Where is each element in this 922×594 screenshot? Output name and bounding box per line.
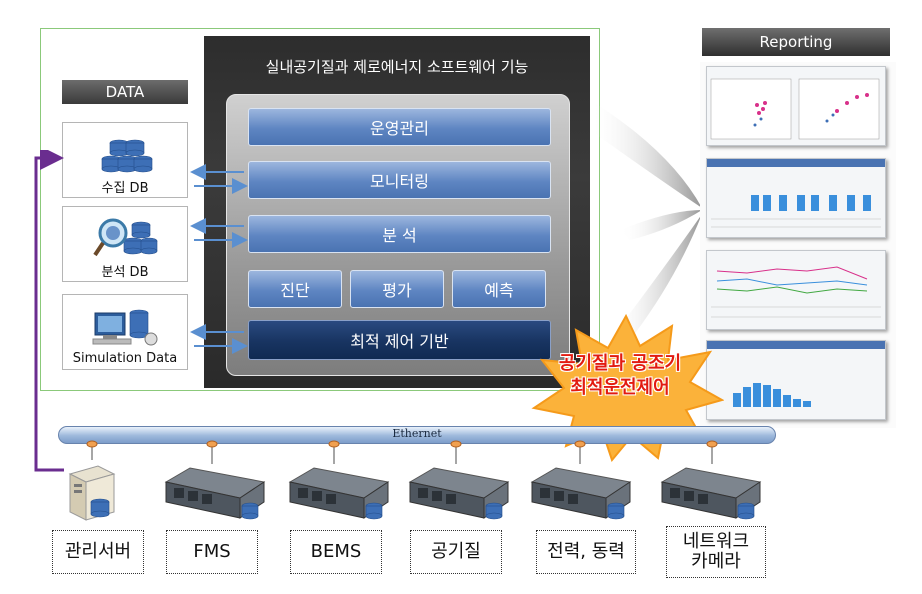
server-connector-arrow [34,150,64,472]
power-label: 전력, 동력 [536,530,636,574]
rack-server-icon [530,467,632,520]
air-quality-label: 공기질 [410,530,502,574]
database-search-icon [93,218,158,257]
rack-server-icon [408,467,510,520]
report-line-thumbnail [706,250,886,330]
simulation-data-label: Simulation Data [72,351,178,366]
prediction-block: 예측 [452,270,546,308]
diagnosis-block: 진단 [248,270,342,308]
callout-line-1: 공기질과 공조기 [558,353,682,374]
simulation-data-box: Simulation Data [62,294,188,370]
bar-thumbnail-graphic [707,159,885,228]
analysis-block: 분 석 [248,215,551,253]
management-server-label: 관리서버 [52,530,144,574]
bems-label: BEMS [290,530,382,574]
optimal-control-callout: 공기질과 공조기 최적운전제어 [540,352,700,400]
data-header: DATA [62,80,188,104]
line-thumbnail-graphic [711,266,881,318]
collection-db-box: 수집 DB [62,122,188,198]
network-camera-label: 네트워크 카메라 [666,526,766,578]
optimal-control-block: 최적 제어 기반 [248,320,551,360]
network-camera-line-2: 카메라 [691,551,741,572]
network-camera-line-1: 네트워크 [682,531,750,552]
rack-server-icon [164,467,266,520]
database-stack-icon [101,139,153,173]
collection-db-label: 수집 DB [101,181,149,196]
server-tower-icon [68,465,116,521]
panel-title: 실내공기질과 제로에너지 소프트웨어 기능 [265,58,529,76]
analysis-db-label: 분석 DB [101,265,149,280]
operation-management-block: 운영관리 [248,108,551,146]
system-frame [40,28,600,391]
rack-server-icon [288,467,390,520]
scatter-thumbnail-graphic [710,78,880,140]
fms-label: FMS [166,530,258,574]
callout-line-2: 최적운전제어 [570,377,670,398]
reporting-header: Reporting [702,28,890,56]
reporting-swoosh [590,100,702,340]
data-flow-arrows [190,164,248,354]
computer-database-icon [92,309,158,346]
report-histogram-thumbnail [706,340,886,420]
rack-server-icon [660,467,762,520]
analysis-db-box: 분석 DB [62,206,188,282]
evaluation-block: 평가 [350,270,444,308]
ethernet-label: Ethernet [392,427,442,440]
network-taps [86,440,718,464]
ethernet-bus [58,426,776,444]
report-bar-thumbnail [706,158,886,238]
report-scatter-thumbnail [706,66,886,146]
histogram-thumbnail-graphic [707,341,885,407]
monitoring-block: 모니터링 [248,161,551,199]
